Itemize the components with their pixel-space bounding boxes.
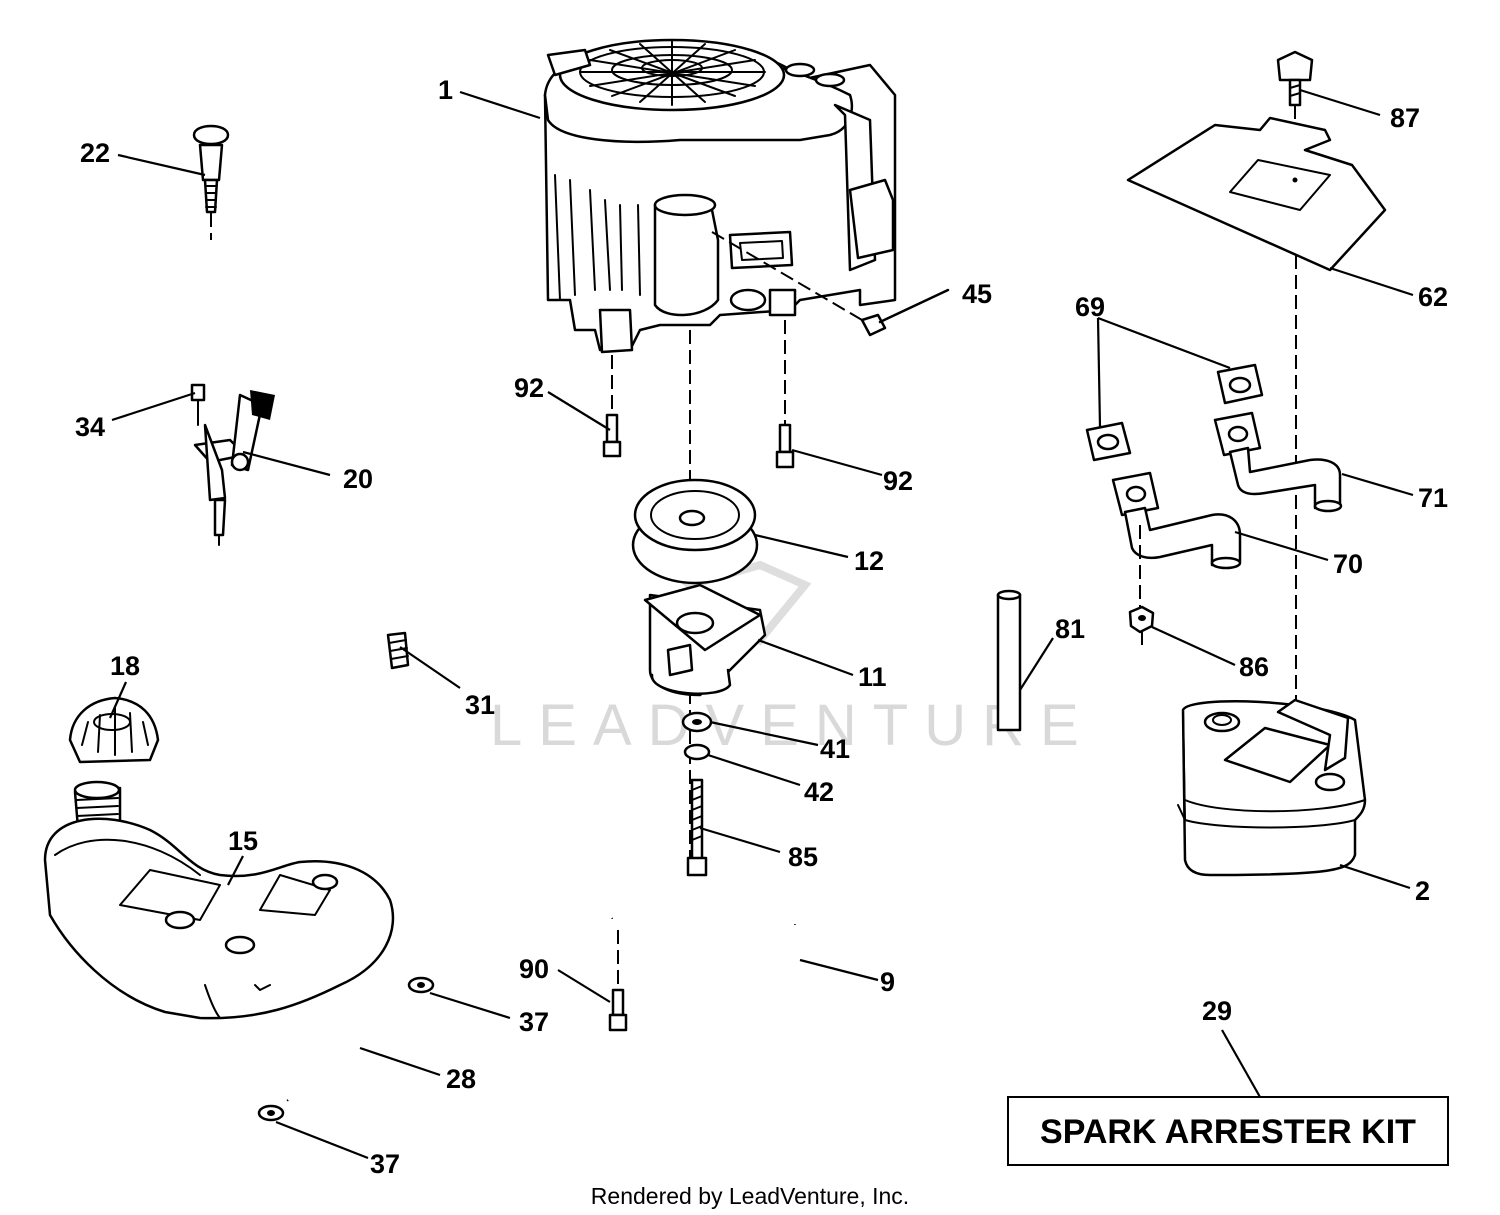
callout-69: 69: [1075, 292, 1105, 322]
part-15-fuel-tank: [43, 780, 395, 1020]
part-37-clamp-lower: [257, 1104, 285, 1122]
callout-9: 9: [880, 967, 895, 997]
callout-1: 1: [438, 75, 453, 105]
footer-credit: Rendered by LeadVenture, Inc.: [591, 1183, 909, 1209]
part-45-plug: [711, 231, 950, 337]
callout-41: 41: [820, 734, 850, 764]
callout-81: 81: [1055, 614, 1085, 644]
callout-15: 15: [228, 826, 258, 856]
part-69-gasket-upper: [1216, 363, 1264, 405]
callout-87: 87: [1390, 103, 1420, 133]
callout-37-upper: 37: [519, 1007, 549, 1037]
part-69-gasket-lower: [1085, 421, 1132, 462]
callout-2: 2: [1415, 876, 1430, 906]
callout-85: 85: [788, 842, 818, 872]
watermark: LEADVENTURE: [490, 560, 1095, 758]
part-2-muffler: [1177, 698, 1367, 877]
callout-11: 11: [858, 662, 887, 692]
part-86-nut: [1128, 605, 1155, 645]
part-9-rod: [608, 906, 841, 1033]
part-85-bolt: [686, 778, 708, 877]
part-20-throttle: [190, 383, 275, 546]
callout-28: 28: [446, 1064, 476, 1094]
part-87-screw: [1276, 50, 1314, 170]
callout-45: 45: [962, 279, 992, 309]
callouts: 1 22 34 20 92 92 45 12 11 31 18 15 41 42…: [75, 75, 1448, 1179]
callout-62: 62: [1418, 282, 1448, 312]
callout-22: 22: [80, 138, 110, 168]
part-11-clutch: [643, 583, 767, 697]
part-90-bolt: [608, 930, 628, 1032]
callout-20: 20: [343, 464, 373, 494]
callout-90: 90: [519, 954, 549, 984]
part-41-spacer: [681, 711, 713, 733]
callout-12: 12: [854, 546, 884, 576]
callout-18: 18: [110, 651, 140, 681]
callout-34: 34: [75, 412, 105, 442]
part-42-washer: [683, 743, 711, 761]
callout-42: 42: [804, 777, 834, 807]
part-engine: [543, 38, 897, 354]
part-62-shield: [1126, 116, 1387, 700]
part-37-clamp-upper: [407, 976, 435, 994]
part-92-bolt-right: [775, 320, 795, 469]
spark-arrester-kit-box: SPARK ARRESTER KIT: [1007, 1096, 1449, 1166]
part-71-exhaust-pipe: [1213, 411, 1343, 513]
leader-lines: [108, 88, 1414, 1160]
part-31-fitting: [386, 631, 410, 670]
callout-86: 86: [1239, 652, 1269, 682]
callout-37-lower: 37: [370, 1149, 400, 1179]
callout-71: 71: [1418, 483, 1448, 513]
part-81-tube: [996, 589, 1022, 732]
callout-92-right: 92: [883, 466, 913, 496]
part-92-bolt-left: [602, 355, 622, 458]
part-22-knob: [192, 124, 230, 240]
callout-29: 29: [1202, 996, 1232, 1026]
callout-92-left: 92: [514, 373, 544, 403]
part-70-exhaust-pipe: [1111, 471, 1242, 610]
callout-31: 31: [465, 690, 495, 720]
callout-70: 70: [1333, 549, 1363, 579]
watermark-text: LEADVENTURE: [490, 693, 1095, 758]
part-28-fuel-line: [286, 982, 417, 1102]
part-12-pulley: [631, 478, 759, 585]
spark-arrester-kit-label: SPARK ARRESTER KIT: [1040, 1113, 1416, 1151]
